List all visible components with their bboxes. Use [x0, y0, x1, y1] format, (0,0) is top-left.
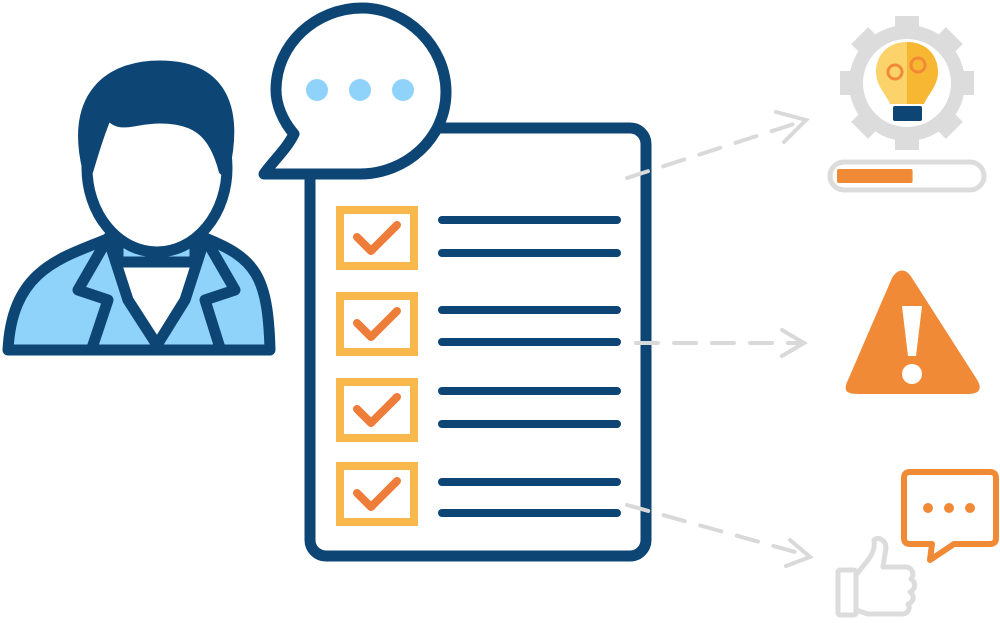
lightbulb-base — [893, 106, 922, 121]
checklist-document-icon — [304, 122, 652, 562]
checklist-item — [336, 462, 621, 526]
checkbox — [336, 462, 418, 526]
typing-dot — [923, 503, 933, 513]
avatar-collar-left — [72, 232, 114, 354]
typing-dot — [965, 503, 975, 513]
checkbox — [336, 378, 418, 442]
exclamation-mark — [902, 306, 922, 356]
arrowhead-icon — [774, 110, 810, 144]
checkmark-icon — [353, 221, 401, 255]
avatar-hair — [78, 60, 235, 176]
checkmark-icon — [353, 393, 401, 427]
arrow-to-feedback — [625, 503, 814, 568]
thumbs-up-icon — [835, 535, 918, 618]
checklist-item — [336, 206, 621, 270]
arrowhead-icon — [780, 328, 808, 358]
progress-fill — [837, 169, 913, 183]
arrowhead-icon — [784, 538, 814, 568]
typing-dot — [306, 79, 328, 101]
checklist-item — [336, 378, 621, 442]
speech-bubble-icon — [258, 2, 452, 180]
typing-dot — [944, 503, 954, 513]
checkbox — [336, 292, 418, 356]
checkmark-icon — [353, 307, 401, 341]
typing-dot — [392, 79, 414, 101]
warning-triangle-icon — [845, 270, 980, 394]
arrow-to-warning — [634, 328, 808, 358]
lightbulb-gear-icon — [840, 16, 974, 150]
checkbox — [336, 206, 418, 270]
chat-bubble-icon — [901, 469, 999, 563]
arrow-to-idea — [625, 110, 810, 180]
progress-bar — [827, 159, 987, 193]
typing-dot — [349, 79, 371, 101]
avatar-collar-right — [199, 232, 241, 354]
checklist-item — [336, 292, 621, 356]
user-avatar-icon — [2, 60, 276, 356]
checkmark-icon — [353, 477, 401, 511]
